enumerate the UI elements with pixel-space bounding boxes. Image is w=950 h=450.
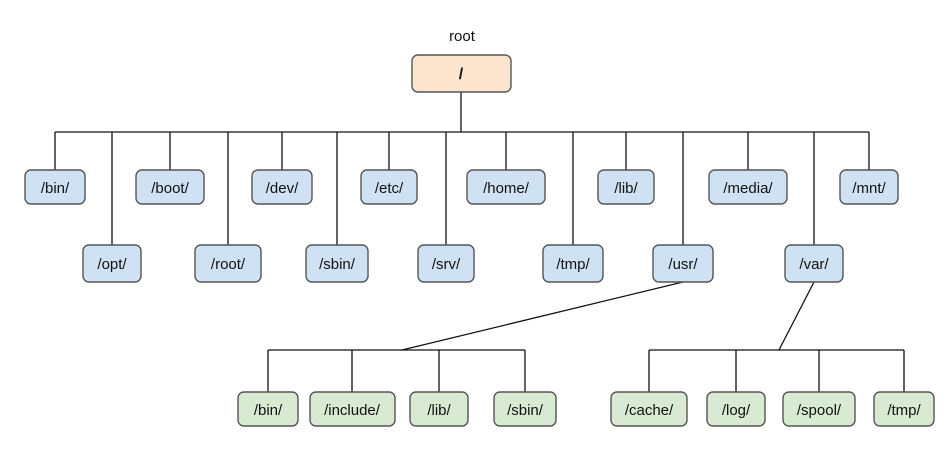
node-var-spool[interactable]: /spool/ (782, 391, 856, 427)
node-lib[interactable]: /lib/ (597, 169, 655, 205)
node-lib-label: /lib/ (614, 180, 638, 197)
node-lib-box (597, 169, 655, 205)
node-srv-box (417, 244, 475, 283)
node-bin-box (24, 169, 86, 205)
node-home[interactable]: /home/ (466, 169, 546, 205)
node-tmp[interactable]: /tmp/ (542, 244, 604, 283)
node-mnt-box (839, 169, 899, 205)
level1-nodes: /bin/ /opt/ /boot/ /root/ /dev/ /sbin/ /… (24, 169, 899, 283)
node-var-tmp-label: /tmp/ (887, 402, 921, 419)
node-usr-sbin-box (493, 391, 557, 427)
node-usr-bin-label: /bin/ (254, 402, 283, 419)
node-root[interactable]: / (411, 54, 512, 93)
node-sbin-box (305, 244, 369, 283)
node-var-log[interactable]: /log/ (706, 391, 766, 427)
node-media-label: /media/ (723, 180, 773, 197)
node-opt-box (82, 244, 142, 283)
node-dev-box (251, 169, 313, 205)
node-root-box (411, 54, 512, 93)
node-dev-label: /dev/ (266, 180, 299, 197)
usr-children: /bin/ /include/ /lib/ /sbin/ (237, 391, 557, 427)
node-dev[interactable]: /dev/ (251, 169, 313, 205)
node-sbin[interactable]: /sbin/ (305, 244, 369, 283)
node-opt[interactable]: /opt/ (82, 244, 142, 283)
node-etc-label: /etc/ (375, 180, 404, 197)
node-var-box (784, 244, 844, 283)
node-boot[interactable]: /boot/ (135, 169, 205, 205)
node-usr-lib-box (409, 391, 469, 427)
node-var-cache-box (610, 391, 688, 427)
node-srv-label: /srv/ (432, 256, 461, 273)
node-usr-lib[interactable]: /lib/ (409, 391, 469, 427)
node-mnt-label: /mnt/ (852, 180, 886, 197)
root-caption: root (449, 28, 476, 45)
node-var-log-box (706, 391, 766, 427)
node-var-cache-label: /cache/ (625, 402, 674, 419)
node-usr-bin[interactable]: /bin/ (237, 391, 299, 427)
node-root-dir[interactable]: /root/ (194, 244, 262, 283)
node-usr[interactable]: /usr/ (652, 244, 714, 283)
node-var-spool-box (782, 391, 856, 427)
node-usr-box (652, 244, 714, 283)
node-etc[interactable]: /etc/ (360, 169, 418, 205)
node-home-box (466, 169, 546, 205)
node-var-tmp[interactable]: /tmp/ (873, 391, 935, 427)
node-root-dir-label: /root/ (211, 256, 246, 273)
node-media[interactable]: /media/ (708, 169, 788, 205)
node-etc-box (360, 169, 418, 205)
node-var-log-label: /log/ (722, 402, 751, 419)
node-var-spool-label: /spool/ (797, 402, 842, 419)
node-bin[interactable]: /bin/ (24, 169, 86, 205)
node-root-label: / (459, 66, 464, 83)
node-usr-bin-box (237, 391, 299, 427)
node-var[interactable]: /var/ (784, 244, 844, 283)
node-srv[interactable]: /srv/ (417, 244, 475, 283)
var-children: /cache/ /log/ /spool/ /tmp/ (610, 391, 935, 427)
node-usr-include-label: /include/ (324, 402, 381, 419)
edge-var-diagonal (778, 281, 815, 351)
node-var-label: /var/ (799, 256, 829, 273)
node-boot-box (135, 169, 205, 205)
node-var-cache[interactable]: /cache/ (610, 391, 688, 427)
edge-usr-diagonal (401, 281, 684, 351)
node-boot-label: /boot/ (151, 180, 189, 197)
node-usr-lib-label: /lib/ (427, 402, 451, 419)
node-home-label: /home/ (483, 180, 530, 197)
node-sbin-label: /sbin/ (319, 256, 356, 273)
node-mnt[interactable]: /mnt/ (839, 169, 899, 205)
node-opt-label: /opt/ (97, 256, 127, 273)
node-var-tmp-box (873, 391, 935, 427)
node-usr-label: /usr/ (668, 256, 698, 273)
node-bin-label: /bin/ (41, 180, 70, 197)
node-media-box (708, 169, 788, 205)
node-tmp-label: /tmp/ (556, 256, 590, 273)
node-tmp-box (542, 244, 604, 283)
node-usr-sbin-label: /sbin/ (507, 402, 544, 419)
node-usr-include[interactable]: /include/ (309, 391, 396, 427)
node-root-dir-box (194, 244, 262, 283)
tree-edges (54, 92, 905, 392)
node-usr-include-box (309, 391, 396, 427)
node-usr-sbin[interactable]: /sbin/ (493, 391, 557, 427)
